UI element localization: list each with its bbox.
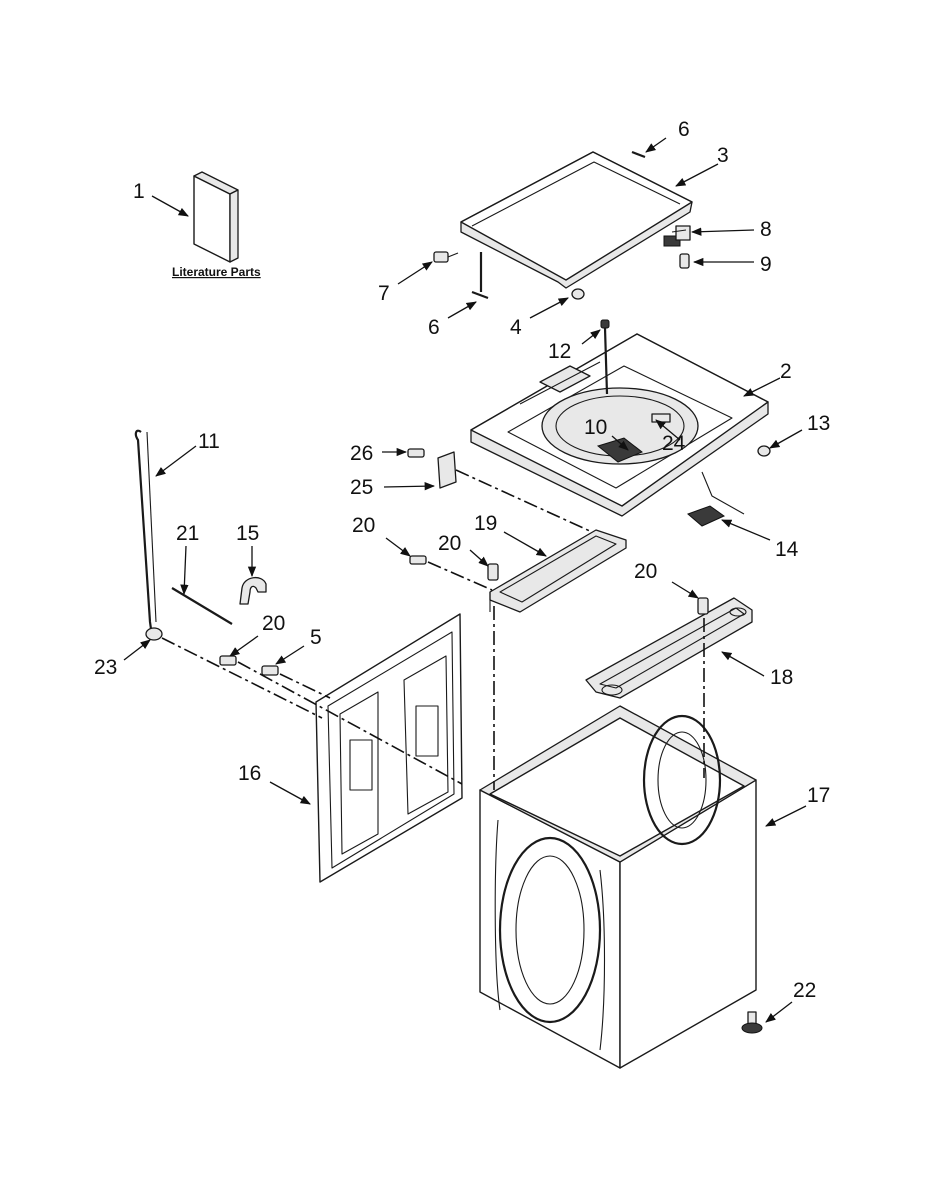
screw-5 [261,665,279,676]
lid [460,151,693,289]
callout-5: 5 [310,626,322,649]
screw-20d [219,655,237,666]
callout-12: 12 [548,340,571,363]
leveling-foot [741,1011,763,1034]
harness-clip [600,319,610,395]
lid-bumper [571,288,585,300]
callout-25: 25 [350,476,373,499]
callout-3: 3 [717,144,729,167]
literature-booklet [193,171,239,263]
rod-21 [171,587,233,625]
lid-lock-switch [663,225,691,247]
callout-6-top: 6 [678,118,690,141]
callout-21: 21 [176,522,199,545]
screw-20a [409,555,427,565]
callout-18: 18 [770,666,793,689]
screw-20b [487,563,499,581]
callout-20-a: 20 [352,514,375,537]
front-rail [489,529,627,613]
rear-panel [315,613,463,883]
callout-7: 7 [378,282,390,305]
hose-clamp [145,627,163,641]
callout-2: 2 [780,360,792,383]
screw-9 [679,253,690,269]
callout-17: 17 [807,784,830,807]
callout-23: 23 [94,656,117,679]
hinge-pin-top [631,150,646,159]
callout-numbers: 1 2 3 4 5 6 6 7 8 9 10 11 12 13 14 15 16… [94,118,830,1002]
callout-14: 14 [775,538,799,561]
callout-6-bottom: 6 [428,316,440,339]
callout-19: 19 [474,512,497,535]
rear-rail [585,597,753,699]
callout-15: 15 [236,522,259,545]
hinge-pin-bottom [471,290,489,300]
cabinet [479,705,757,1069]
screw-26 [407,448,425,458]
assembly-lines [161,469,705,790]
bracket-25 [437,451,457,489]
callout-9: 9 [760,253,772,276]
literature-parts-caption: Literature Parts [172,265,261,279]
callout-4: 4 [510,316,522,339]
callout-16: 16 [238,762,261,785]
callout-20-b: 20 [438,532,461,555]
callout-20-c: 20 [634,560,657,583]
callout-1: 1 [133,180,145,203]
callout-24: 24 [662,432,686,455]
hose-elbow [239,577,267,605]
clip-13 [757,445,771,457]
callout-26: 26 [350,442,373,465]
callout-22: 22 [793,979,816,1002]
callout-10: 10 [584,416,607,439]
callout-8: 8 [760,218,772,241]
leader-arrows [123,137,807,1023]
wire-harness [687,471,745,527]
top-panel [470,333,769,517]
callout-20-d: 20 [262,612,285,635]
callout-11: 11 [198,430,220,453]
drain-hose [134,429,157,637]
screw-20c [697,597,709,615]
screw-7 [433,251,459,263]
callout-13: 13 [807,412,830,435]
